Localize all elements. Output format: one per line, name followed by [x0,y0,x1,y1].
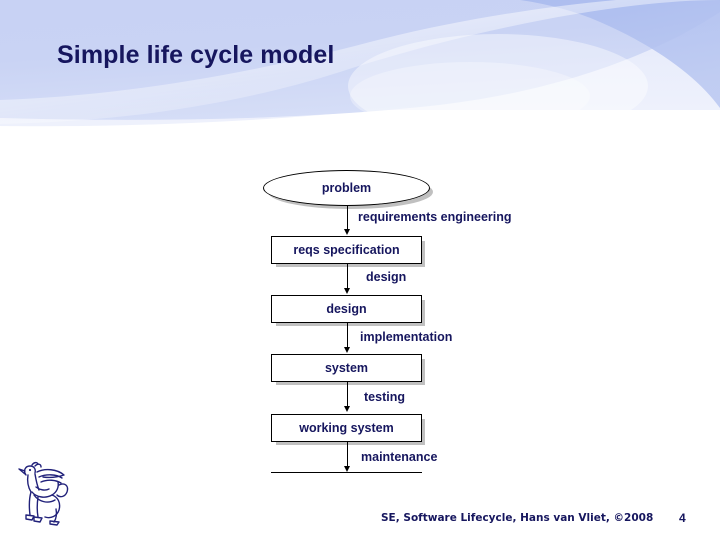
node-working-system[interactable]: working system [271,414,422,442]
node-reqs-specification-label: reqs specification [293,243,400,257]
node-design[interactable]: design [271,295,422,323]
edge-label-implementation: implementation [360,330,453,344]
node-design-label: design [326,302,367,316]
edge-label-testing: testing [364,390,405,404]
edge-problem-to-reqs [347,206,348,231]
edge-label-maintenance: maintenance [361,450,438,464]
slide-header-banner: Simple life cycle model [0,0,720,140]
footer-attribution: SE, Software Lifecycle, Hans van Vliet, … [381,512,654,524]
vu-griffin-logo [18,461,69,526]
edge-label-requirements-engineering: requirements engineering [358,210,512,224]
arrowhead-system-to-working-system [343,406,350,412]
edge-system-to-working-system [347,382,348,407]
node-working-system-label: working system [299,421,394,435]
node-system-label: system [324,361,369,375]
node-reqs-specification[interactable]: reqs specification [271,236,422,264]
node-final-clipped[interactable] [271,472,422,486]
node-problem-label: problem [321,181,372,195]
banner-shape [0,0,720,138]
edge-label-design: design [366,270,407,284]
arrowhead-design-to-system [343,347,350,353]
arrowhead-working-system-to-final [343,466,350,472]
arrowhead-reqs-to-design [343,288,350,294]
page-title: Simple life cycle model [57,41,335,69]
edge-working-system-to-final [347,442,348,467]
edge-design-to-system [347,323,348,348]
node-system[interactable]: system [271,354,422,382]
edge-reqs-to-design [347,264,348,289]
node-problem[interactable]: problem [263,170,430,206]
page-number: 4 [679,511,686,525]
arrowhead-problem-to-reqs [343,229,350,235]
